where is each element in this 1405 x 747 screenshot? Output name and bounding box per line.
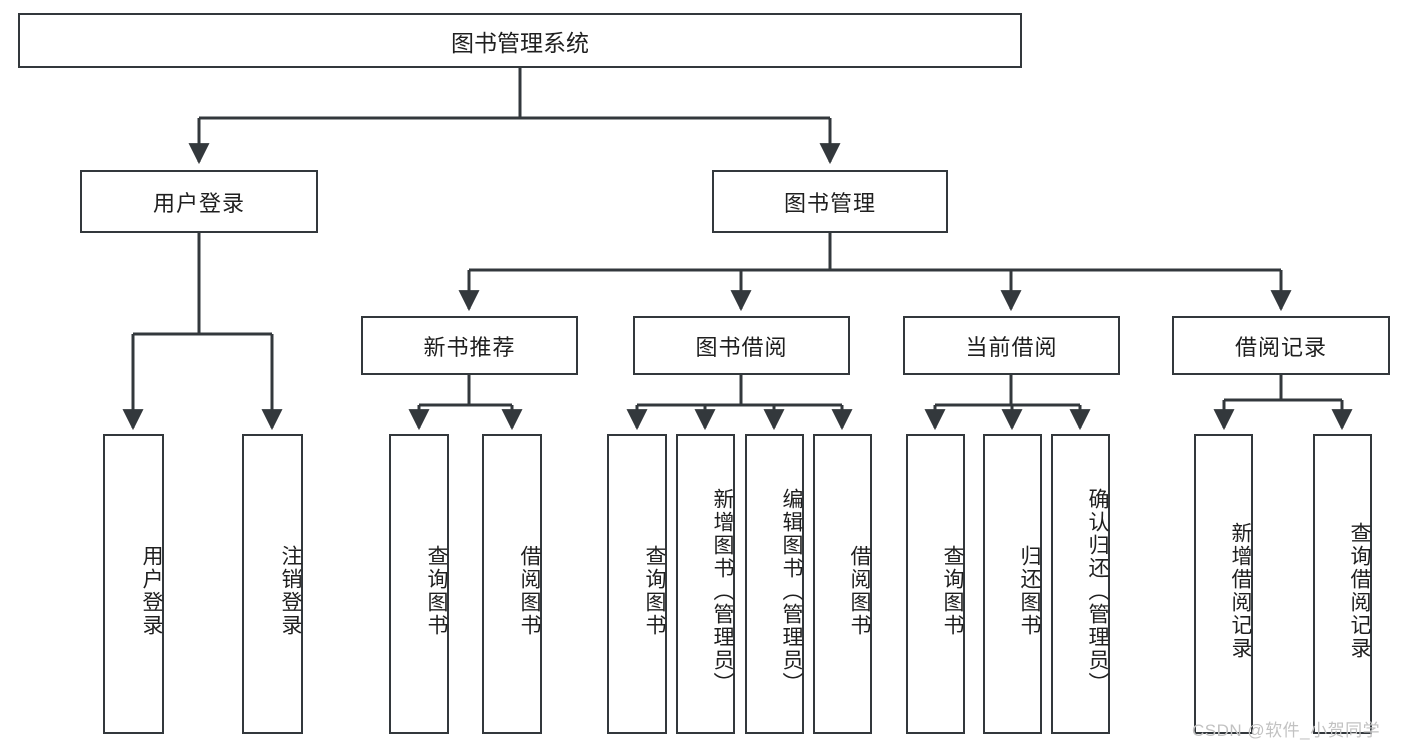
leaf-query-book-1[interactable]: 查询图书 bbox=[389, 434, 449, 734]
node-book-manage[interactable]: 图书管理 bbox=[712, 170, 948, 233]
leaf-add-record-label: 新增借阅记录 bbox=[1229, 522, 1252, 660]
leaf-query-record-label: 查询借阅记录 bbox=[1348, 522, 1371, 660]
leaf-confirm-return[interactable]: 确认归还（管理员） bbox=[1051, 434, 1110, 734]
leaf-user-login[interactable]: 用户登录 bbox=[103, 434, 164, 734]
node-borrow-record[interactable]: 借阅记录 bbox=[1172, 316, 1390, 375]
leaf-query-book-3[interactable]: 查询图书 bbox=[906, 434, 965, 734]
leaf-edit-book[interactable]: 编辑图书（管理员） bbox=[745, 434, 804, 734]
node-user-login-label: 用户登录 bbox=[152, 190, 245, 216]
leaf-add-record[interactable]: 新增借阅记录 bbox=[1194, 434, 1253, 734]
csdn-watermark: CSDN @软件_小贺同学 bbox=[1192, 721, 1381, 740]
leaf-query-book-3-label: 查询图书 bbox=[941, 545, 964, 637]
leaf-borrow-book-2-label: 借阅图书 bbox=[848, 545, 871, 637]
node-current-borrow[interactable]: 当前借阅 bbox=[903, 316, 1120, 375]
node-new-book-recommend[interactable]: 新书推荐 bbox=[361, 316, 578, 375]
node-new-book-recommend-label: 新书推荐 bbox=[423, 334, 516, 360]
node-root[interactable]: 图书管理系统 bbox=[18, 13, 1022, 68]
node-book-borrow-label: 图书借阅 bbox=[695, 334, 788, 360]
leaf-add-book[interactable]: 新增图书（管理员） bbox=[676, 434, 735, 734]
leaf-logout-login[interactable]: 注销登录 bbox=[242, 434, 303, 734]
node-borrow-record-label: 借阅记录 bbox=[1234, 334, 1327, 360]
node-user-login[interactable]: 用户登录 bbox=[80, 170, 318, 233]
node-root-label: 图书管理系统 bbox=[451, 29, 589, 56]
leaf-return-book[interactable]: 归还图书 bbox=[983, 434, 1042, 734]
leaf-add-book-label: 新增图书（管理员） bbox=[711, 487, 734, 695]
leaf-borrow-book-1-label: 借阅图书 bbox=[518, 545, 541, 637]
leaf-query-record[interactable]: 查询借阅记录 bbox=[1313, 434, 1372, 734]
leaf-user-login-label: 用户登录 bbox=[140, 545, 163, 637]
leaf-query-book-2[interactable]: 查询图书 bbox=[607, 434, 667, 734]
leaf-query-book-2-label: 查询图书 bbox=[643, 545, 666, 637]
leaf-logout-login-label: 注销登录 bbox=[279, 545, 302, 637]
leaf-confirm-return-label: 确认归还（管理员） bbox=[1086, 487, 1109, 695]
leaf-borrow-book-1[interactable]: 借阅图书 bbox=[482, 434, 542, 734]
node-book-borrow[interactable]: 图书借阅 bbox=[633, 316, 850, 375]
leaf-return-book-label: 归还图书 bbox=[1018, 545, 1041, 637]
leaf-edit-book-label: 编辑图书（管理员） bbox=[780, 487, 803, 695]
node-book-manage-label: 图书管理 bbox=[783, 190, 876, 216]
node-current-borrow-label: 当前借阅 bbox=[965, 334, 1058, 360]
leaf-query-book-1-label: 查询图书 bbox=[425, 545, 448, 637]
leaf-borrow-book-2[interactable]: 借阅图书 bbox=[813, 434, 872, 734]
